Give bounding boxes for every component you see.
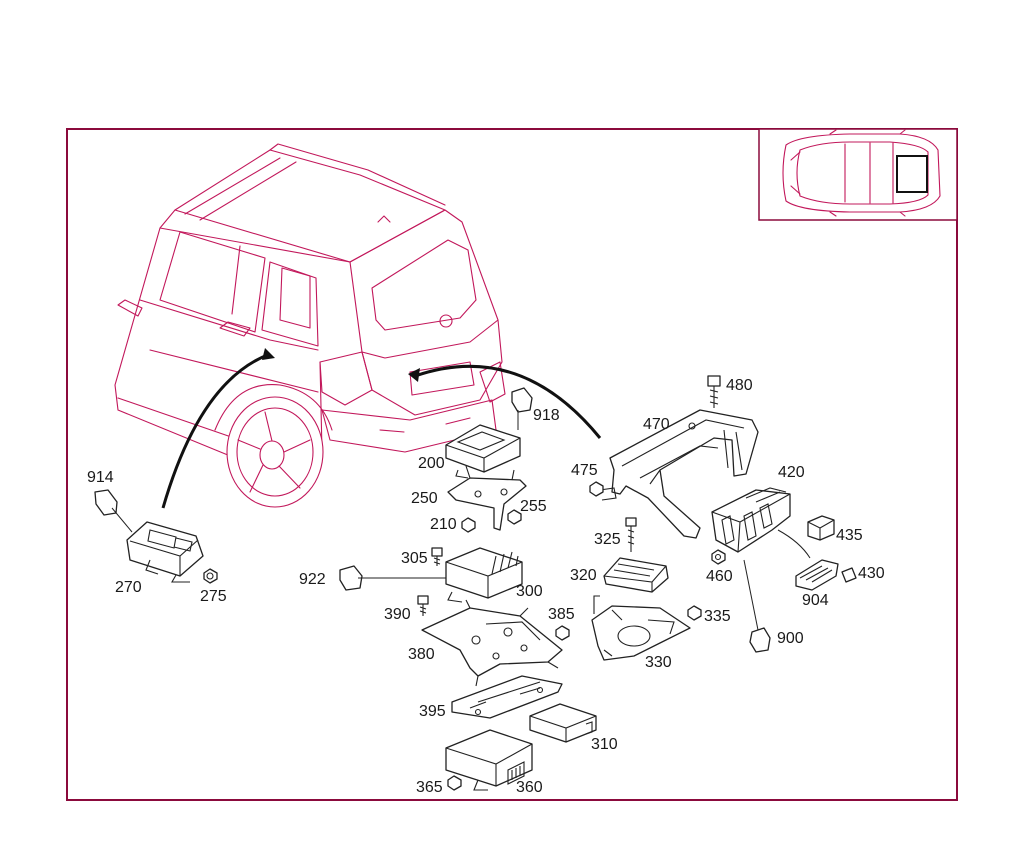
part-325-bolt xyxy=(625,517,637,552)
vehicle-rear-view xyxy=(114,143,506,508)
label-305: 305 xyxy=(401,550,428,567)
label-480: 480 xyxy=(726,377,753,394)
part-330-bracket xyxy=(591,595,702,661)
part-420-fusebox xyxy=(711,487,791,553)
label-385: 385 xyxy=(548,606,575,623)
label-360: 360 xyxy=(516,779,543,796)
part-320-module xyxy=(603,557,669,593)
part-200-module xyxy=(445,387,533,479)
part-310-module xyxy=(529,703,597,743)
label-300: 300 xyxy=(516,583,543,600)
label-922: 922 xyxy=(299,571,326,588)
label-904: 904 xyxy=(802,592,829,609)
label-210: 210 xyxy=(430,516,457,533)
part-380-bracket xyxy=(417,595,570,687)
label-390: 390 xyxy=(384,606,411,623)
label-320: 320 xyxy=(570,567,597,584)
label-275: 275 xyxy=(200,588,227,605)
label-380: 380 xyxy=(408,646,435,663)
label-420: 420 xyxy=(778,464,805,481)
label-435: 435 xyxy=(836,527,863,544)
label-430: 430 xyxy=(858,565,885,582)
part-395-plate xyxy=(451,675,563,719)
location-arrows xyxy=(161,348,602,509)
label-470: 470 xyxy=(643,416,670,433)
inset-top-view xyxy=(758,128,958,221)
part-900-symbol xyxy=(743,559,771,653)
part-904-connector xyxy=(777,529,839,591)
part-435-relay xyxy=(807,515,835,541)
part-460-nut xyxy=(711,549,726,565)
part-475-nut xyxy=(589,481,604,497)
part-360-module xyxy=(445,729,533,791)
part-470-bracket xyxy=(599,409,759,539)
label-460: 460 xyxy=(706,568,733,585)
label-200: 200 xyxy=(418,455,445,472)
label-395: 395 xyxy=(419,703,446,720)
label-270: 270 xyxy=(115,579,142,596)
label-918: 918 xyxy=(533,407,560,424)
label-255: 255 xyxy=(520,498,547,515)
part-480-bolt xyxy=(707,375,721,408)
label-310: 310 xyxy=(591,736,618,753)
label-335: 335 xyxy=(704,608,731,625)
label-325: 325 xyxy=(594,531,621,548)
part-430-clip xyxy=(841,567,857,583)
label-250: 250 xyxy=(411,490,438,507)
label-365: 365 xyxy=(416,779,443,796)
label-330: 330 xyxy=(645,654,672,671)
part-labels: 914 270 275 918 200 250 255 210 922 305 … xyxy=(87,377,885,796)
part-250-bracket xyxy=(447,465,527,533)
part-270-module xyxy=(94,489,218,584)
part-300-module xyxy=(339,547,523,603)
label-900: 900 xyxy=(777,630,804,647)
label-914: 914 xyxy=(87,469,114,486)
label-475: 475 xyxy=(571,462,598,479)
